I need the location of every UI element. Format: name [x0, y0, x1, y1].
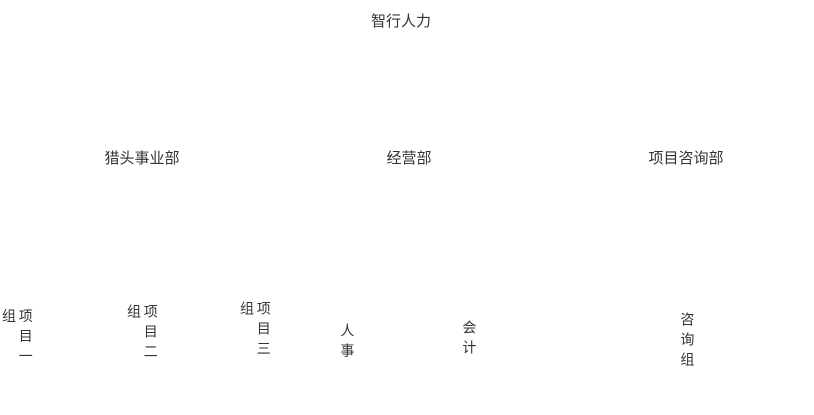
- team-accounting-node[interactable]: 会计: [460, 320, 477, 360]
- team-project-group-2-node[interactable]: 项目二组: [125, 304, 158, 364]
- dept-operations-node[interactable]: 经营部: [386, 149, 432, 167]
- dept-project-consulting-node[interactable]: 项目咨询部: [648, 149, 724, 167]
- team-hr-node[interactable]: 人事: [338, 323, 355, 363]
- team-project-group-3-node[interactable]: 项目三组: [238, 301, 271, 361]
- root-company-node[interactable]: 智行人力: [370, 12, 432, 30]
- team-project-group-1-node[interactable]: 项目一组: [0, 308, 33, 369]
- team-consulting-group-node[interactable]: 咨询组: [678, 312, 695, 372]
- dept-headhunting-node[interactable]: 猎头事业部: [104, 149, 180, 167]
